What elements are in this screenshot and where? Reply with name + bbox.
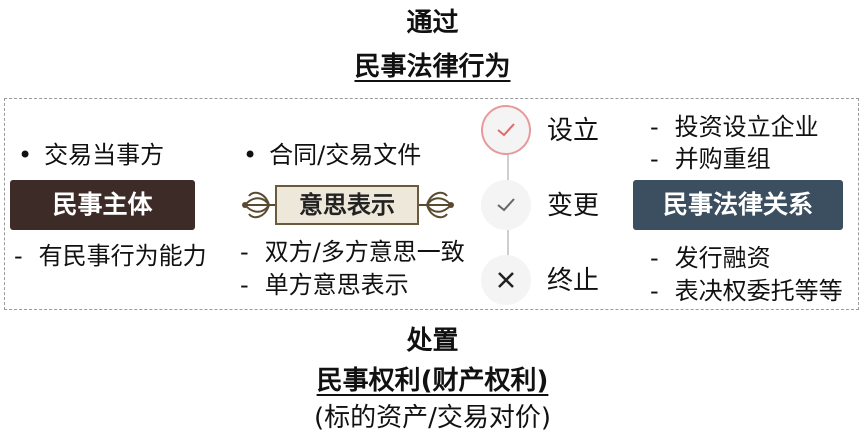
footer-line2: 民事权利(财产权利) xyxy=(0,366,865,396)
header-line2: 民事法律行为 xyxy=(0,52,865,82)
ornament-scroll-icon xyxy=(242,191,454,219)
check-icon xyxy=(497,198,515,212)
relation-bottom-item-1: 发行融资 xyxy=(650,244,771,272)
header-line2-text: 民事法律行为 xyxy=(354,52,511,82)
header-line1: 通过 xyxy=(406,8,459,38)
step-circle-3 xyxy=(481,255,531,305)
intent-ornament: 意思表示 xyxy=(239,182,457,232)
footer-line3: (标的资产/交易对价) xyxy=(313,403,552,433)
step-label-3: 终止 xyxy=(547,266,600,296)
intent-box: 意思表示 xyxy=(275,185,419,225)
relation-box: 民事法律关系 xyxy=(633,180,843,230)
step-circle-2 xyxy=(481,180,531,230)
step-label-1: 设立 xyxy=(547,116,600,146)
intent-bottom-item-2: 单方意思表示 xyxy=(240,271,409,299)
relation-top-item-1: 投资设立企业 xyxy=(650,113,819,141)
subject-box: 民事主体 xyxy=(10,180,195,230)
intent-top-bullet: 合同/交易文件 xyxy=(243,141,421,169)
subject-top-bullet: 交易当事方 xyxy=(18,141,164,169)
intent-bottom-item-1: 双方/多方意思一致 xyxy=(240,238,465,266)
step-label-2: 变更 xyxy=(547,191,600,221)
relation-top-item-2: 并购重组 xyxy=(650,145,771,173)
relation-bottom-item-2: 表决权委托等等 xyxy=(650,277,843,305)
check-icon xyxy=(497,123,515,137)
subject-bottom-item: 有民事行为能力 xyxy=(14,242,207,270)
step-circle-1 xyxy=(481,105,531,155)
diagram-frame xyxy=(4,98,859,310)
footer-line1: 处置 xyxy=(406,326,459,356)
footer-line2-text: 民事权利(财产权利) xyxy=(316,366,549,396)
cross-icon xyxy=(498,272,514,288)
